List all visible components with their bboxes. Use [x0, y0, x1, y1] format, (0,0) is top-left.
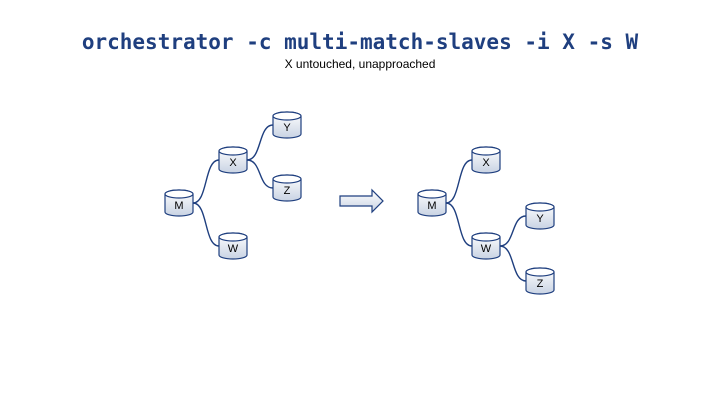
server-after-m-label: M [427, 200, 436, 212]
edges-before [192, 124, 274, 247]
server-before-m-label: M [174, 200, 183, 212]
server-before-x: X [218, 146, 248, 174]
server-before-w-label: W [228, 243, 239, 255]
server-before-m: M [164, 189, 194, 217]
slide-title: orchestrator -c multi-match-slaves -i X … [81, 30, 639, 54]
server-before-w: W [218, 232, 248, 260]
server-before-z: Z [272, 174, 302, 202]
edge-before-x-y [246, 124, 274, 161]
edge-after-m-x [445, 159, 473, 204]
edge-before-x-z [246, 159, 274, 189]
server-after-w-label: W [481, 243, 492, 255]
edge-before-m-w [192, 202, 220, 247]
server-after-m: M [417, 189, 447, 217]
server-after-z: Z [525, 267, 555, 295]
edges-after [445, 159, 527, 282]
server-before-z-label: Z [284, 185, 291, 197]
edge-after-w-y [499, 215, 527, 247]
server-before-x-label: X [229, 157, 237, 169]
server-before-y-label: Y [283, 122, 291, 134]
nodes-after: M X W Y Z [417, 146, 555, 295]
server-after-z-label: Z [537, 278, 544, 290]
edge-after-w-z [499, 245, 527, 282]
edge-after-m-w [445, 202, 473, 247]
slide-subtitle: X untouched, unapproached [284, 57, 436, 71]
transition-arrow-icon [339, 188, 384, 214]
nodes-before: M X Y Z W [164, 111, 302, 260]
edge-before-m-x [192, 159, 220, 204]
server-after-x: X [471, 146, 501, 174]
server-after-y: Y [525, 202, 555, 230]
server-after-y-label: Y [536, 213, 544, 225]
server-after-x-label: X [482, 157, 490, 169]
server-after-w: W [471, 232, 501, 260]
server-before-y: Y [272, 111, 302, 139]
